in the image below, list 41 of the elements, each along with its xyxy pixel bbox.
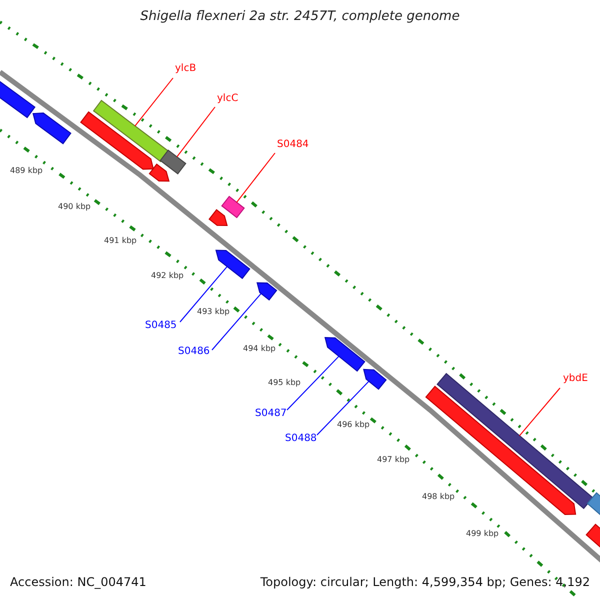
position-label: 496 kbp — [337, 420, 370, 430]
accession-label: Accession: NC_004741 — [10, 575, 146, 590]
position-label: 495 kbp — [268, 378, 301, 388]
position-label: 490 kbp — [58, 202, 91, 212]
position-label: 494 kbp — [243, 344, 276, 354]
leader-line — [519, 388, 560, 436]
gene-label: S0484 — [277, 139, 309, 151]
leader-line — [286, 356, 340, 410]
leader-line — [316, 380, 370, 436]
gene-feature — [32, 112, 72, 144]
genome-info: Topology: circular; Length: 4,599,354 bp; Genes: 4,192 — [260, 575, 590, 590]
position-label: 499 kbp — [466, 529, 499, 539]
gene-feature — [80, 111, 154, 170]
gene-label: S0487 — [255, 408, 287, 420]
gene-feature — [160, 149, 186, 175]
position-label: 497 kbp — [377, 455, 410, 465]
position-label: 498 kbp — [422, 492, 455, 502]
position-label: 489 kbp — [10, 166, 43, 176]
leader-line — [236, 152, 276, 203]
gene-feature — [363, 368, 387, 390]
gene-label: S0485 — [145, 320, 177, 332]
leader-line — [176, 106, 216, 158]
gene-label: S0486 — [178, 346, 210, 358]
leader-line — [134, 78, 174, 126]
position-label: 491 kbp — [104, 236, 137, 246]
gene-feature — [324, 337, 366, 372]
gene-label: S0488 — [285, 433, 317, 445]
leader-line — [180, 266, 228, 322]
gene-feature — [256, 282, 278, 301]
gene-feature — [215, 250, 250, 280]
gene-label: ybdE — [563, 373, 588, 385]
map-title: Shigella flexneri 2a str. 2457T, complete genome — [140, 9, 460, 24]
gene-feature — [221, 196, 245, 218]
gene-label: ylcC — [217, 93, 238, 105]
position-label: 493 kbp — [197, 307, 230, 317]
leader-line — [212, 293, 262, 350]
gene-feature — [92, 100, 170, 162]
gene-feature — [208, 209, 228, 226]
position-label: 492 kbp — [151, 271, 184, 281]
gene-label: ylcB — [175, 63, 196, 75]
gene-feature — [436, 372, 594, 510]
